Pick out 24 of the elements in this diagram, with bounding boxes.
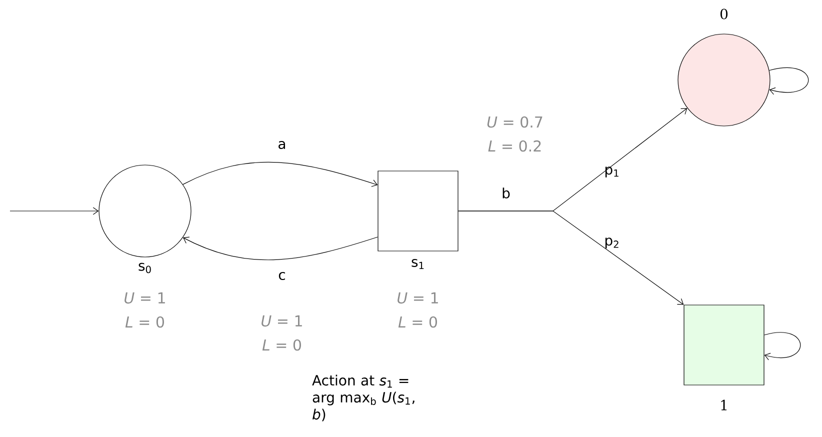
value-label: U = 0.7 xyxy=(487,116,542,128)
value-label: L = 0 xyxy=(398,316,437,328)
arrow xyxy=(10,207,99,215)
state-label: 1 xyxy=(721,400,726,410)
arrow xyxy=(458,210,684,305)
state-label: 0 xyxy=(720,8,728,20)
note-text: Action at s$_{1}$ = arg max$_{b}$ U(s$_{1}$, b) xyxy=(312,374,414,422)
value-label: L = 0 xyxy=(262,339,301,351)
state-label: s$_{1}$ xyxy=(412,258,424,269)
value-label: U = 1 xyxy=(124,292,165,304)
value-label: L = 0.2 xyxy=(488,140,541,152)
arrow xyxy=(764,332,801,360)
arrow xyxy=(769,68,809,95)
arrow xyxy=(182,236,378,260)
state-label: s$_{0}$ xyxy=(138,262,151,274)
action-label: b xyxy=(502,188,510,198)
arrow xyxy=(182,162,378,187)
value-label: U = 1 xyxy=(398,292,438,304)
value-label: L = 0 xyxy=(125,316,164,328)
edge-label: a xyxy=(278,140,286,150)
edge-label: c xyxy=(278,272,285,280)
edge-label: p$_{2}$ xyxy=(605,238,618,248)
value-label: U = 1 xyxy=(262,315,302,327)
edge-label: p$_{1}$ xyxy=(605,166,618,178)
